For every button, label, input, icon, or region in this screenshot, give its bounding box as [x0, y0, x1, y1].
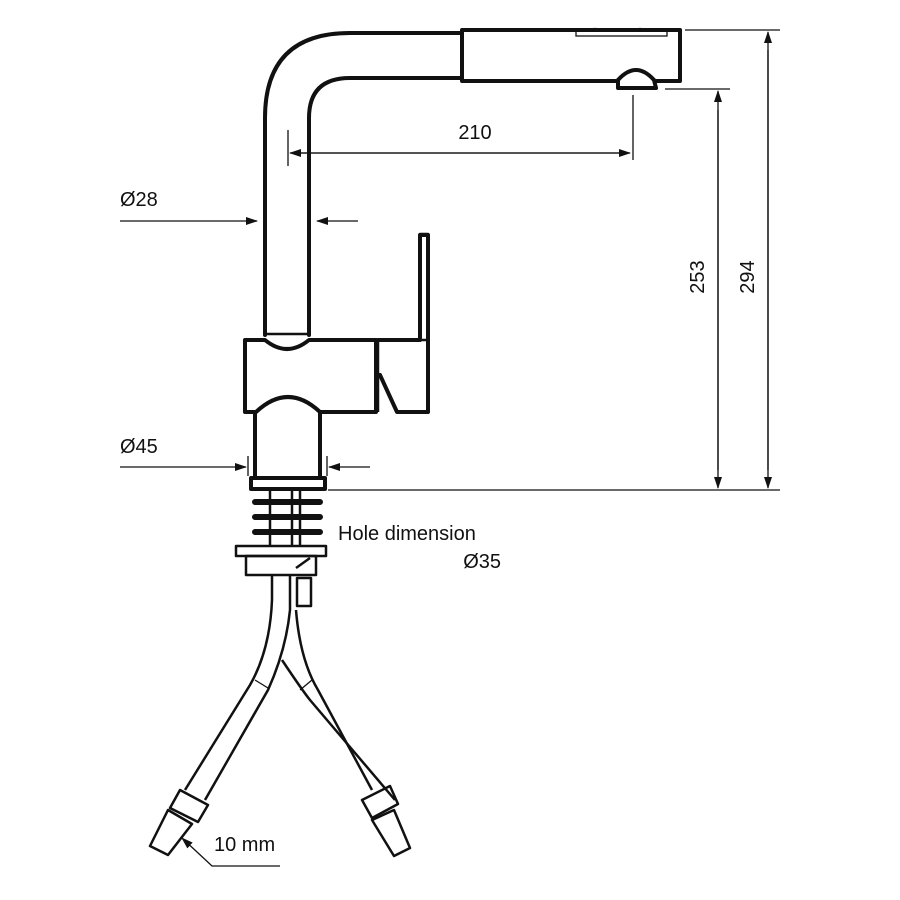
mounting-kit — [234, 490, 328, 608]
total-height-label: 294 — [737, 260, 759, 293]
lever-handle — [418, 232, 430, 342]
dimension-base-diameter: Ø45 — [120, 436, 370, 476]
spray-head — [460, 27, 682, 90]
dimension-spout-diameter: Ø28 — [120, 189, 358, 225]
supply-hoses — [148, 575, 412, 858]
base-stem — [249, 410, 327, 491]
hose-fitting-left — [148, 788, 210, 857]
hole-dimension-label: Hole dimension — [338, 523, 476, 545]
spout — [263, 31, 464, 337]
hole-diameter-label: Ø35 — [463, 551, 501, 573]
reach-label: 210 — [458, 122, 491, 144]
dimension-hose-connection: 10 mm — [181, 834, 280, 867]
hose-fitting-right — [360, 784, 412, 858]
faucet-body — [243, 233, 430, 414]
spout-diameter-label: Ø28 — [120, 189, 158, 211]
dimension-outlet-height: 253 — [687, 90, 722, 489]
outlet-height-label: 253 — [687, 260, 709, 293]
dimension-total-height: 294 — [737, 31, 772, 489]
dimension-reach: 210 — [287, 95, 634, 166]
base-diameter-label: Ø45 — [120, 436, 158, 458]
hose-connection-label: 10 mm — [214, 834, 275, 856]
